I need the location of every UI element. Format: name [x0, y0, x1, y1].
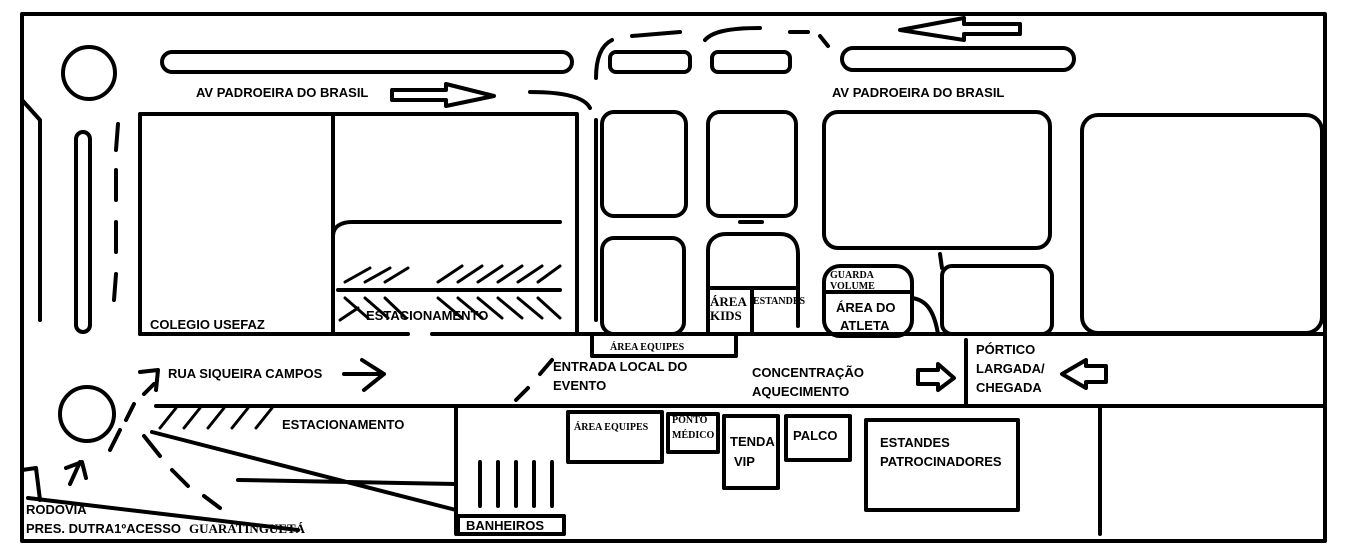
- label-concentracao-1: CONCENTRAÇÃO: [752, 365, 864, 380]
- label-banheiros: BANHEIROS: [466, 518, 544, 533]
- label-patro-1: ESTANDES: [880, 435, 950, 450]
- atleta-connector: [910, 296, 940, 336]
- label-rodovia-3: GUARATINGUETÁ: [189, 521, 306, 536]
- label-tenda-1: TENDA: [730, 434, 775, 449]
- label-guarda-2: VOLUME: [830, 281, 875, 292]
- roundabout-bottom: [58, 385, 116, 443]
- estandes-patrocinadores-box: [864, 418, 1020, 512]
- road-label-top-left: AV PADROEIRA DO BRASIL: [196, 85, 368, 100]
- label-portico-3: CHEGADA: [976, 380, 1042, 395]
- portico-connector: [938, 252, 944, 270]
- label-palco: PALCO: [793, 428, 838, 443]
- rua-dashes: [108, 382, 156, 452]
- road-dash-entry: [528, 90, 598, 322]
- label-equipes-bottom: ÁREA EQUIPES: [574, 421, 649, 433]
- traffic-arrow-left-top: [898, 16, 1022, 42]
- parking-stripes-upper: [343, 264, 562, 284]
- traffic-arrow-right-top: [390, 82, 496, 108]
- banheiros-stalls: [478, 460, 554, 508]
- rodovia-edge: [20, 466, 42, 502]
- traffic-arrow-right-rua: [342, 358, 386, 392]
- label-equipes-top: ÁREA EQUIPES: [610, 341, 685, 353]
- block-top-right-2: [1080, 113, 1324, 335]
- rua-arrow-head: [138, 368, 160, 392]
- label-ponto-1: PONTO: [672, 415, 708, 426]
- block-center-3: [600, 236, 686, 336]
- parking-inner: [331, 220, 562, 336]
- label-portico-2: LARGADA/: [976, 361, 1045, 376]
- label-guarda-1: GUARDA: [830, 270, 875, 281]
- parking-block-top: [331, 112, 579, 336]
- label-entrada-2: EVENTO: [553, 378, 606, 393]
- block-center-2: [706, 110, 798, 218]
- road-label-top-right: AV PADROEIRA DO BRASIL: [832, 85, 1004, 100]
- label-atleta-2: ATLETA: [840, 318, 890, 333]
- label-parking-top: ESTACIONAMENTO: [366, 308, 488, 323]
- parking-stripes-bottom: [158, 406, 274, 430]
- ponto-medico-box: [666, 412, 720, 454]
- label-tenda-2: VIP: [734, 454, 755, 469]
- runner-arrow-left: [1060, 358, 1108, 390]
- block-kids-estandes: [706, 232, 800, 336]
- ramp-lines: [150, 430, 458, 512]
- road-left-edge: [20, 98, 42, 322]
- label-entrada-1: ENTRADA LOCAL DO: [553, 359, 687, 374]
- bottom-zone-edges: [454, 404, 1102, 536]
- tenda-vip-box: [722, 414, 780, 490]
- label-estandes-small: ESTANDES: [753, 296, 805, 307]
- area-equipes-top: [590, 332, 738, 358]
- runner-arrow-right: [916, 362, 956, 392]
- block-portico: [940, 264, 1054, 336]
- entrance-dashes: [514, 358, 554, 402]
- median-top-mid-2: [710, 50, 792, 74]
- label-rodovia-1: RODOVIA: [26, 502, 87, 517]
- ramp-dashes: [142, 434, 222, 510]
- parking-stripe-extra: [338, 306, 360, 322]
- label-colegio: COLEGIO USEFAZ: [150, 317, 265, 332]
- label-kids-1: ÁREA: [710, 294, 747, 309]
- label-concentracao-2: AQUECIMENTO: [752, 384, 849, 399]
- rodovia-arrow: [64, 460, 88, 486]
- banheiros-box: [456, 514, 566, 536]
- label-portico-1: PÓRTICO: [976, 342, 1035, 357]
- block-center-1: [600, 110, 688, 218]
- lane-dashes-left: [112, 122, 120, 302]
- median-top-mid-1: [608, 50, 692, 74]
- area-equipes-bottom: [566, 410, 664, 464]
- median-dashes-top: [594, 26, 830, 80]
- median-top-left: [160, 50, 574, 74]
- label-rua: RUA SIQUEIRA CAMPOS: [168, 366, 323, 381]
- median-top-right: [840, 46, 1076, 72]
- palco-box: [784, 414, 852, 462]
- label-patro-2: PATROCINADORES: [880, 454, 1002, 469]
- label-parking-bottom: ESTACIONAMENTO: [282, 417, 404, 432]
- colegio-block: [138, 112, 335, 336]
- block-top-right-1: [822, 110, 1052, 250]
- roundabout-top: [61, 45, 117, 101]
- ramp-bottom: [26, 496, 300, 532]
- label-rodovia-2: PRES. DUTRA1ºACESSO: [26, 521, 181, 536]
- median-left-vertical: [74, 130, 92, 334]
- block-kids-divider: [706, 286, 800, 336]
- label-kids-2: KIDS: [710, 308, 742, 323]
- label-ponto-2: MÉDICO: [672, 429, 714, 441]
- label-atleta-1: ÁREA DO: [836, 300, 895, 315]
- map-border: [20, 12, 1327, 543]
